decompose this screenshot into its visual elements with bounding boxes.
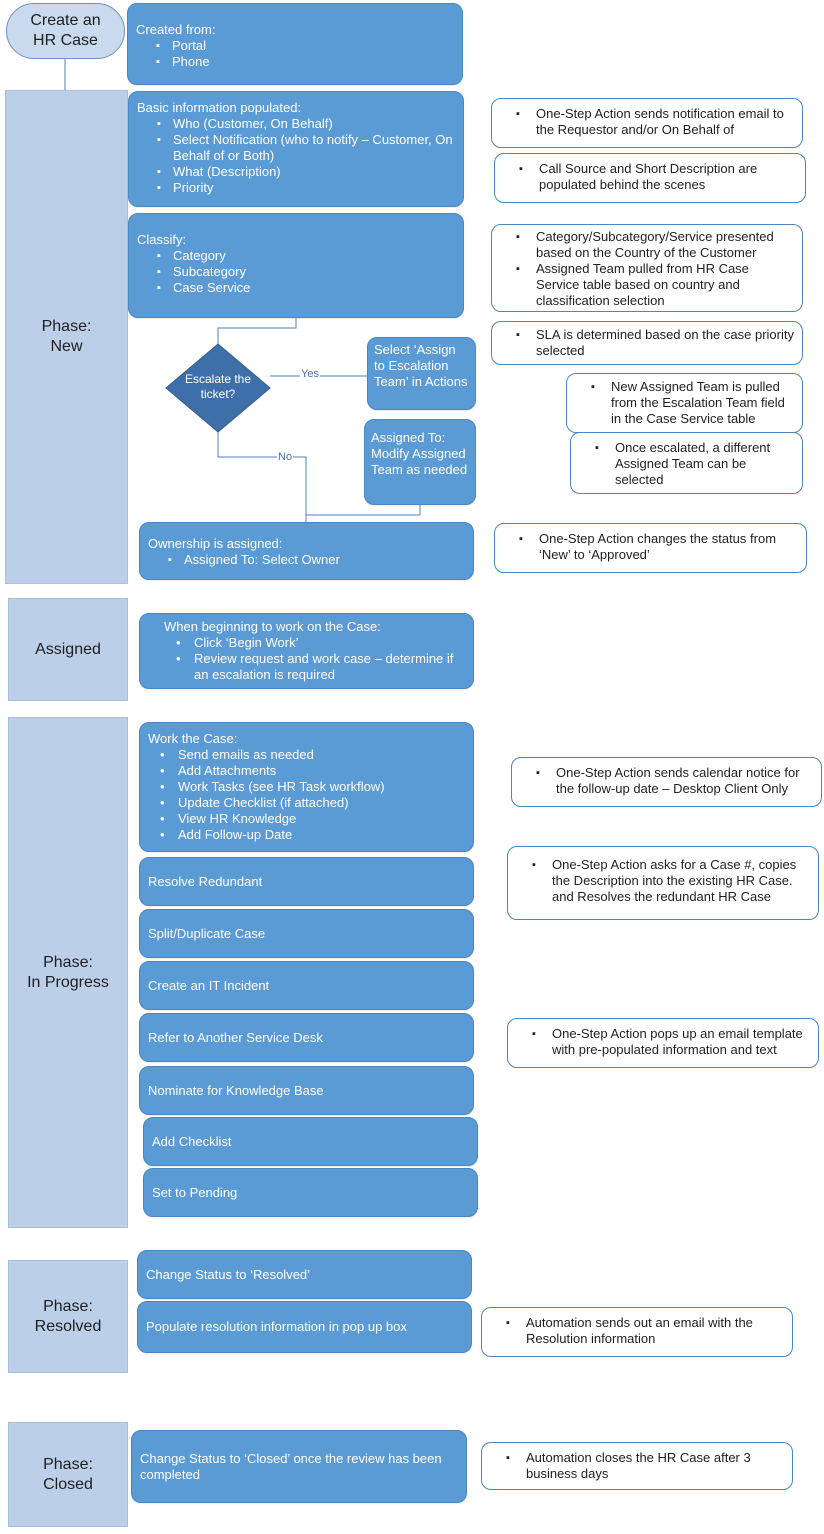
phase-resolved-label: Phase: Resolved	[34, 1297, 102, 1335]
classify-title: Classify:	[137, 232, 187, 247]
add-checklist-label: Add Checklist	[152, 1133, 232, 1149]
note-case-number-text: One-Step Action asks for a Case #, copie…	[516, 857, 810, 905]
note-sla-text: SLA is determined based on the case prio…	[500, 327, 794, 359]
note-calendar: One-Step Action sends calendar notice fo…	[511, 757, 822, 807]
work-case-step: Work the Case: Send emails as needed Add…	[139, 722, 474, 852]
create-it-incident-label: Create an IT Incident	[148, 977, 270, 993]
note-email-template-text: One-Step Action pops up an email templat…	[516, 1026, 810, 1058]
select-assign-escalation-step: Select ‘Assign to Escalation Team’ in Ac…	[367, 337, 476, 410]
phase-in-progress: Phase: In Progress	[8, 717, 128, 1228]
classify-to-decision-connector	[217, 318, 297, 344]
split-duplicate-label: Split/Duplicate Case	[148, 925, 266, 941]
classify-step: Classify: Category Subcategory Case Serv…	[128, 213, 464, 318]
ownership-item: Assigned To: Select Owner	[148, 552, 465, 568]
refer-service-desk-step: Refer to Another Service Desk	[139, 1013, 474, 1062]
note-resolution-email: Automation sends out an email with the R…	[481, 1307, 793, 1357]
set-pending-label: Set to Pending	[152, 1184, 238, 1200]
work-case-item: Add Follow-up Date	[148, 827, 465, 843]
phase-closed-label: Phase: Closed	[43, 1455, 93, 1493]
note-notify-email: One-Step Action sends notification email…	[491, 98, 803, 148]
basic-info-item: Priority	[137, 180, 455, 196]
assigned-to-modify-step: Assigned To: Modify Assigned Team as nee…	[364, 419, 476, 505]
created-from-item: Portal	[136, 38, 454, 54]
classify-item: Category	[137, 248, 455, 264]
no-label: No	[277, 451, 294, 463]
begin-work-item: Review request and work case – determine…	[164, 651, 465, 683]
ownership-title: Ownership is assigned:	[148, 536, 283, 551]
start-terminal: Create an HR Case	[6, 3, 125, 59]
work-case-item: Add Attachments	[148, 763, 465, 779]
start-label: Create an HR Case	[30, 12, 101, 49]
resolve-redundant-step: Resolve Redundant	[139, 857, 474, 906]
basic-info-item: Who (Customer, On Behalf)	[137, 116, 455, 132]
work-case-title: Work the Case:	[148, 731, 238, 746]
add-checklist-step: Add Checklist	[143, 1117, 478, 1166]
change-status-closed-label: Change Status to ‘Closed’ once the revie…	[140, 1450, 442, 1482]
phase-new: Phase: New	[5, 90, 128, 584]
note-sla: SLA is determined based on the case prio…	[491, 321, 803, 365]
begin-work-step: When beginning to work on the Case: Clic…	[139, 613, 474, 689]
note-status-approved: One-Step Action changes the status from …	[494, 523, 807, 573]
note-once-escalated: Once escalated, a different Assigned Tea…	[570, 432, 803, 494]
phase-assigned-label: Assigned	[35, 640, 101, 658]
nominate-kb-step: Nominate for Knowledge Base	[139, 1066, 474, 1115]
note-email-template: One-Step Action pops up an email templat…	[507, 1018, 819, 1068]
begin-work-item: Click ‘Begin Work’	[164, 635, 465, 651]
phase-in-progress-label: Phase: In Progress	[27, 953, 109, 991]
no-connector	[217, 432, 307, 522]
work-case-item: Send emails as needed	[148, 747, 465, 763]
create-it-incident-step: Create an IT Incident	[139, 961, 474, 1010]
note-new-team: New Assigned Team is pulled from the Esc…	[566, 373, 803, 433]
phase-new-label: Phase: New	[41, 318, 92, 355]
created-from-title: Created from:	[136, 22, 216, 37]
change-status-resolved-step: Change Status to ‘Resolved’	[137, 1250, 472, 1299]
created-from-item: Phone	[136, 54, 454, 70]
note-call-source-text: Call Source and Short Description are po…	[503, 161, 797, 193]
note-auto-close: Automation closes the HR Case after 3 bu…	[481, 1442, 793, 1490]
created-from-step: Created from: Portal Phone	[127, 3, 463, 85]
note-assigned-team-text: Assigned Team pulled from HR Case Servic…	[500, 261, 794, 309]
note-notify-email-text: One-Step Action sends notification email…	[500, 106, 794, 138]
note-call-source: Call Source and Short Description are po…	[494, 153, 806, 203]
nominate-kb-label: Nominate for Knowledge Base	[148, 1082, 324, 1098]
populate-resolution-label: Populate resolution information in pop u…	[146, 1319, 407, 1334]
phase-closed: Phase: Closed	[8, 1422, 128, 1527]
note-category-country-text: Category/Subcategory/Service presented b…	[500, 229, 794, 261]
ownership-step: Ownership is assigned: Assigned To: Sele…	[139, 522, 474, 580]
note-new-team-text: New Assigned Team is pulled from the Esc…	[575, 379, 794, 427]
note-category-assigned-team: Category/Subcategory/Service presented b…	[491, 224, 803, 312]
basic-info-step: Basic information populated: Who (Custom…	[128, 91, 464, 207]
change-status-resolved-label: Change Status to ‘Resolved’	[146, 1266, 311, 1282]
note-once-escalated-text: Once escalated, a different Assigned Tea…	[579, 440, 794, 488]
select-assign-escalation-text: Select ‘Assign to Escalation Team’ in Ac…	[374, 342, 468, 389]
classify-item: Case Service	[137, 280, 455, 296]
decision-diamond	[165, 343, 271, 433]
note-status-approved-text: One-Step Action changes the status from …	[503, 531, 798, 563]
work-case-item: View HR Knowledge	[148, 811, 465, 827]
note-calendar-text: One-Step Action sends calendar notice fo…	[520, 765, 813, 797]
classify-item: Subcategory	[137, 264, 455, 280]
split-duplicate-step: Split/Duplicate Case	[139, 909, 474, 958]
assigned-to-modify-text: Assigned To: Modify Assigned Team as nee…	[371, 430, 468, 477]
note-auto-close-text: Automation closes the HR Case after 3 bu…	[490, 1450, 784, 1482]
resolve-redundant-label: Resolve Redundant	[148, 873, 263, 889]
basic-info-title: Basic information populated:	[137, 100, 302, 115]
begin-work-title: When beginning to work on the Case:	[164, 619, 381, 634]
note-case-number: One-Step Action asks for a Case #, copie…	[507, 846, 819, 920]
set-pending-step: Set to Pending	[143, 1168, 478, 1217]
work-case-item: Update Checklist (if attached)	[148, 795, 465, 811]
phase-assigned: Assigned	[8, 598, 128, 701]
decision-label: Escalate the ticket?	[184, 372, 252, 401]
basic-info-item: What (Description)	[137, 164, 455, 180]
yes-label: Yes	[300, 368, 320, 380]
work-case-item: Work Tasks (see HR Task workflow)	[148, 779, 465, 795]
note-resolution-email-text: Automation sends out an email with the R…	[490, 1315, 784, 1347]
phase-resolved: Phase: Resolved	[8, 1260, 128, 1373]
populate-resolution-step: Populate resolution information in pop u…	[137, 1301, 472, 1353]
change-status-closed-step: Change Status to ‘Closed’ once the revie…	[131, 1430, 467, 1503]
refer-service-desk-label: Refer to Another Service Desk	[148, 1029, 323, 1045]
basic-info-item: Select Notification (who to notify – Cus…	[137, 132, 455, 164]
